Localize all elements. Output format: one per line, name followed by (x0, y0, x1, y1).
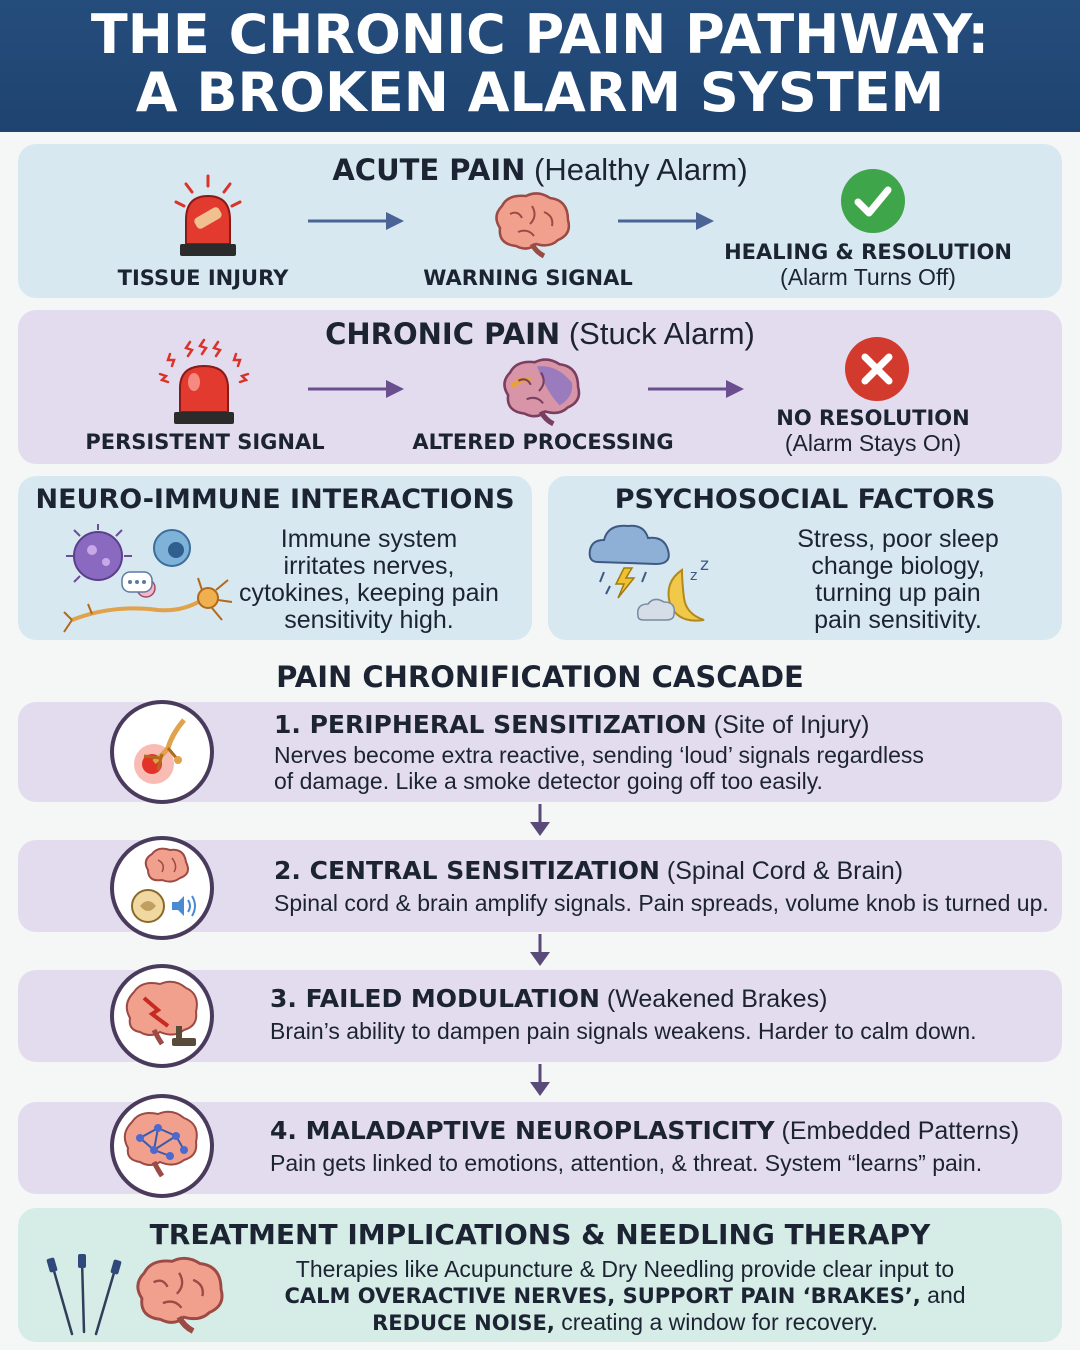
step-1-title: 1. PERIPHERAL SENSITIZATION (Site of Inj… (274, 710, 870, 739)
chronic-step-no-resolution: NO RESOLUTION (Alarm Stays On) (776, 406, 970, 456)
acute-pain-panel: ACUTE PAIN (Healthy Alarm) TISSUE INJURY… (18, 144, 1062, 298)
chronic-pain-panel: CHRONIC PAIN (Stuck Alarm) PERSISTENT SI… (18, 310, 1062, 464)
arrow-right-icon (618, 212, 714, 230)
cross-circle-icon (845, 337, 909, 401)
step-2-icon-circle (110, 836, 214, 940)
brain-icon (495, 192, 571, 259)
step-4-description: Pain gets linked to emotions, attention,… (270, 1150, 983, 1176)
psychosocial-box: PSYCHOSOCIAL FACTORS z z Stress, poor sl… (548, 476, 1062, 640)
psychosocial-text: Stress, poor sleep change biology, turni… (797, 525, 999, 634)
step-4-icon-circle (110, 1094, 214, 1198)
acute-step-warning-signal: WARNING SIGNAL (423, 266, 633, 290)
brain-brake-icon (125, 980, 198, 1046)
down-arrow-icon (530, 804, 550, 836)
spinal-brain-volume-icon (131, 847, 196, 923)
acute-pain-title: ACUTE PAIN (Healthy Alarm) (332, 152, 748, 187)
svg-text:z: z (700, 555, 709, 575)
storm-moon-icon: z z (588, 524, 709, 622)
acupuncture-needles-icon (46, 1254, 122, 1336)
altered-brain-icon (503, 358, 581, 427)
cascade-title: PAIN CHRONIFICATION CASCADE (276, 660, 804, 694)
nerve-ending-icon (134, 718, 186, 784)
neuro-immune-box: NEURO-IMMUNE INTERACTIONS Immune system … (18, 476, 532, 640)
treatment-title: TREATMENT IMPLICATIONS & NEEDLING THERAP… (149, 1218, 931, 1251)
chronic-pain-title: CHRONIC PAIN (Stuck Alarm) (325, 316, 755, 351)
siren-bandage-icon (174, 174, 242, 256)
treatment-text: Therapies like Acupuncture & Dry Needlin… (284, 1256, 966, 1335)
header-banner: THE CHRONIC PAIN PATHWAY: A BROKEN ALARM… (0, 0, 1080, 132)
arrow-right-icon (648, 380, 744, 398)
step-3-icon-circle (110, 964, 214, 1068)
header-title-line1: THE CHRONIC PAIN PATHWAY: (90, 3, 990, 66)
neural-network-brain-icon (123, 1110, 198, 1178)
chronic-step-persistent-signal: PERSISTENT SIGNAL (85, 430, 325, 454)
step-1-description: Nerves become extra reactive, sending ‘l… (274, 742, 924, 794)
down-arrow-icon (530, 1064, 550, 1096)
acute-step-tissue-injury: TISSUE INJURY (117, 266, 289, 290)
siren-alarm-icon (158, 338, 250, 424)
step-3-title: 3. FAILED MODULATION (Weakened Brakes) (270, 984, 828, 1013)
brain-icon (136, 1256, 224, 1334)
step-1-icon-circle (110, 700, 214, 804)
acute-step-healing: HEALING & RESOLUTION (Alarm Turns Off) (724, 240, 1012, 290)
treatment-panel: TREATMENT IMPLICATIONS & NEEDLING THERAP… (18, 1208, 1062, 1342)
header-title-line2: A BROKEN ALARM SYSTEM (135, 61, 945, 124)
down-arrow-icon (530, 934, 550, 966)
step-3-description: Brain’s ability to dampen pain signals w… (270, 1018, 977, 1044)
step-2-description: Spinal cord & brain amplify signals. Pai… (274, 890, 1049, 916)
step-4-title: 4. MALADAPTIVE NEUROPLASTICITY (Embedded… (270, 1116, 1020, 1145)
psychosocial-title: PSYCHOSOCIAL FACTORS (614, 484, 996, 515)
neuro-immune-title: NEURO-IMMUNE INTERACTIONS (35, 484, 515, 515)
svg-text:z: z (690, 568, 697, 584)
check-circle-icon (841, 169, 905, 233)
arrow-right-icon (308, 212, 404, 230)
chronic-step-altered-processing: ALTERED PROCESSING (412, 430, 674, 454)
step-2-title: 2. CENTRAL SENSITIZATION (Spinal Cord & … (274, 856, 904, 885)
arrow-right-icon (308, 380, 404, 398)
neuro-immune-text: Immune system irritates nerves, cytokine… (239, 525, 499, 634)
immune-cells-nerve-icon (63, 524, 233, 633)
